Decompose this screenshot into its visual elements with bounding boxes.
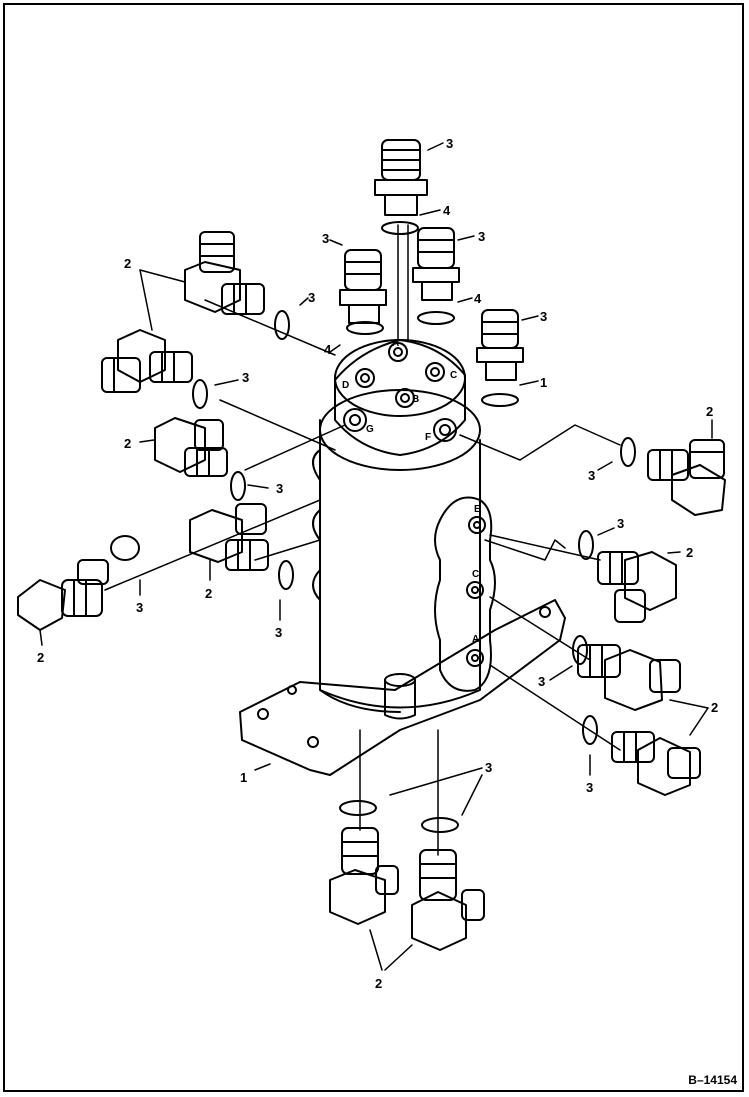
callout-3: 3 bbox=[446, 136, 453, 151]
port-label-c-side: C bbox=[472, 569, 479, 580]
callout-3: 3 bbox=[136, 600, 143, 615]
callout-4: 4 bbox=[443, 203, 451, 218]
callout-2: 2 bbox=[686, 545, 693, 560]
callout-2: 2 bbox=[375, 976, 382, 991]
callout-3: 3 bbox=[586, 780, 593, 795]
elbow-upper-left bbox=[184, 231, 265, 315]
callout-2: 2 bbox=[37, 650, 44, 665]
callout-4: 4 bbox=[474, 291, 482, 306]
elbow-right-lower bbox=[577, 644, 681, 711]
port-label-f: F bbox=[425, 432, 431, 443]
port-label-e: E bbox=[474, 504, 481, 515]
connector-left bbox=[339, 249, 387, 324]
callout-3: 3 bbox=[322, 231, 329, 246]
callout-3: 3 bbox=[242, 370, 249, 385]
callout-3: 3 bbox=[275, 625, 282, 640]
page-frame bbox=[3, 3, 744, 1092]
elbow-right-upper bbox=[647, 439, 726, 516]
callout-2: 2 bbox=[124, 436, 131, 451]
elbow-right-bottom bbox=[611, 731, 701, 796]
callout-2: 2 bbox=[205, 586, 212, 601]
connector-top bbox=[374, 139, 428, 216]
swivel-body bbox=[319, 419, 481, 709]
callout-2: 2 bbox=[124, 256, 131, 271]
callout-3: 3 bbox=[485, 760, 492, 775]
port-label-a-top: A bbox=[392, 338, 399, 349]
callout-1: 1 bbox=[540, 375, 547, 390]
elbow-left-3 bbox=[154, 417, 228, 477]
elbow-far-left bbox=[17, 559, 109, 631]
port-label-g: G bbox=[366, 424, 374, 435]
callout-3: 3 bbox=[540, 309, 547, 324]
callout-3: 3 bbox=[588, 468, 595, 483]
port-label-a-side: A bbox=[472, 634, 479, 645]
callout-3: 3 bbox=[478, 229, 485, 244]
elbow-bottom-left bbox=[329, 827, 399, 925]
callout-1: 1 bbox=[240, 770, 247, 785]
figure-reference: B–14154 bbox=[688, 1073, 737, 1087]
callout-2: 2 bbox=[706, 404, 713, 419]
callout-3: 3 bbox=[276, 481, 283, 496]
elbow-bottom-right bbox=[411, 849, 485, 951]
callout-3: 3 bbox=[538, 674, 545, 689]
side-port-bar bbox=[434, 496, 496, 692]
connector-right bbox=[476, 309, 524, 381]
callout-3: 3 bbox=[308, 290, 315, 305]
callout-4: 4 bbox=[324, 342, 332, 357]
elbow-left-2 bbox=[101, 329, 193, 393]
elbow-left-4 bbox=[189, 503, 269, 571]
base-plate bbox=[239, 599, 566, 776]
callout-2: 2 bbox=[711, 700, 718, 715]
connector-center bbox=[412, 227, 460, 301]
elbow-right-mid bbox=[597, 551, 677, 623]
port-label-d-top: D bbox=[342, 380, 349, 391]
port-label-b-top: B bbox=[412, 394, 419, 405]
top-manifold bbox=[334, 339, 466, 456]
port-label-c-top: C bbox=[450, 370, 457, 381]
callout-3: 3 bbox=[617, 516, 624, 531]
